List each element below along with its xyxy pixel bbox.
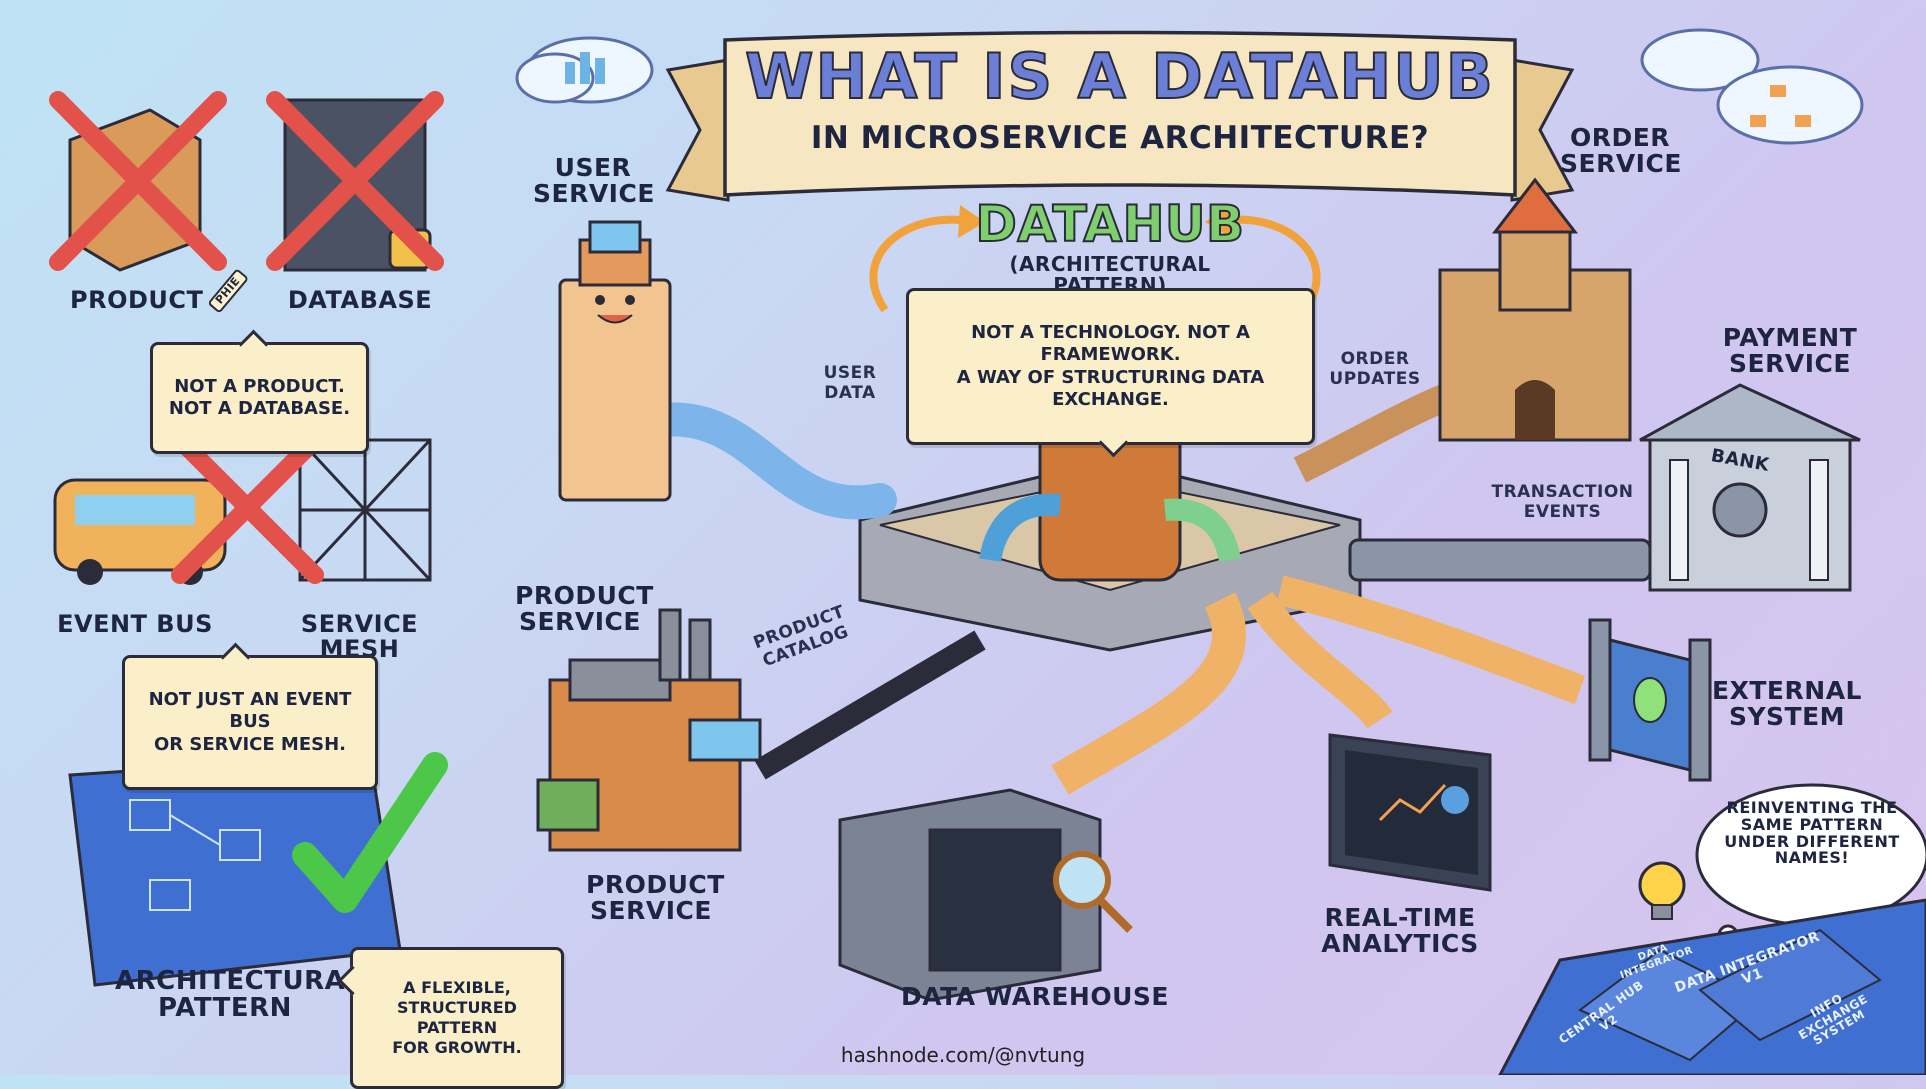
note-not-product-text: NOT A PRODUCT. NOT A DATABASE. [168, 375, 351, 420]
datahub-note: NOT A TECHNOLOGY. NOT A FRAMEWORK. A WAY… [906, 288, 1315, 458]
arrow-head-icon [1205, 205, 1232, 238]
product-conveyor [754, 630, 986, 780]
data-warehouse-safe [838, 788, 1133, 1002]
page-subtitle: IN MICROSERVICE ARCHITECTURE? [810, 120, 1430, 156]
note-flexible-pattern: A FLEXIBLE, STRUCTURED PATTERN FOR GROWT… [337, 947, 564, 1089]
footer-credit[interactable]: hashnode.com/@nvtung [840, 1043, 1086, 1067]
datahub-title: DATAHUB [974, 195, 1245, 253]
real-time-analytics-label: REAL-TIME ANALYTICS [1321, 903, 1479, 959]
transaction-pipe [1348, 538, 1652, 582]
lightbulb-icon [1638, 861, 1686, 920]
datahub-note-text: NOT A TECHNOLOGY. NOT A FRAMEWORK. A WAY… [956, 321, 1265, 411]
cloud-icon [1640, 28, 1864, 145]
external-pipe [1276, 575, 1586, 705]
note-not-event-bus: NOT JUST AN EVENT BUS OR SERVICE MESH. [122, 642, 378, 790]
service-mesh-icon [298, 438, 432, 582]
order-service-label: ORDER SERVICE [1560, 123, 1682, 179]
transaction-events-label: TRANSACTION EVENTS [1491, 482, 1634, 522]
external-system-label: EXTERNAL SYSTEM [1712, 676, 1862, 732]
analytics-monitor [1328, 733, 1492, 892]
product-service-label-bottom: PRODUCT SERVICE [586, 870, 725, 926]
architectural-pattern-label: ARCHITECTURAL PATTERN [115, 966, 363, 1024]
product-factory [536, 608, 762, 852]
order-castle [1438, 177, 1632, 442]
bank-building [1639, 383, 1861, 592]
data-warehouse-label: DATA WAREHOUSE [900, 982, 1169, 1011]
user-data-label: USER DATA [823, 363, 877, 403]
check-mark-icon [292, 752, 448, 913]
cycle-arrow-icon [869, 215, 961, 313]
database-label: DATABASE [287, 286, 433, 314]
cross-mark-icon [266, 91, 444, 271]
event-bus-label: EVENT BUS [57, 610, 213, 638]
service-mesh-label: SERVICE MESH [300, 610, 419, 664]
product-label: PRODUCT [70, 286, 204, 314]
arrow-head-icon [958, 205, 985, 238]
user-service-label: USER SERVICE [533, 153, 655, 209]
product-service-label-top: PRODUCT SERVICE [515, 581, 654, 637]
warehouse-pipe [1051, 592, 1246, 795]
order-updates-label: ORDER UPDATES [1329, 349, 1421, 389]
note-not-product: NOT A PRODUCT. NOT A DATABASE. [150, 329, 369, 454]
cross-mark-icon [171, 431, 324, 584]
user-service-tower [558, 220, 672, 502]
thought-text: REINVENTING THE SAME PATTERN UNDER DIFFE… [1724, 798, 1900, 868]
note-not-event-bus-text: NOT JUST AN EVENT BUS OR SERVICE MESH. [148, 688, 352, 755]
page-title: WHAT IS A DATAHUB [744, 40, 1495, 113]
external-portal [1588, 618, 1712, 782]
bus-icon [53, 478, 227, 585]
note-flexible-pattern-text: A FLEXIBLE, STRUCTURED PATTERN FOR GROWT… [392, 978, 522, 1057]
cross-mark-icon [49, 91, 227, 271]
paper-pile [1498, 898, 1926, 1075]
analytics-pipe [1247, 591, 1393, 729]
payment-service-label: PAYMENT SERVICE [1722, 323, 1858, 379]
cloud-icon [515, 36, 654, 104]
user-data-pipe [643, 402, 897, 520]
title-banner [665, 30, 1575, 202]
